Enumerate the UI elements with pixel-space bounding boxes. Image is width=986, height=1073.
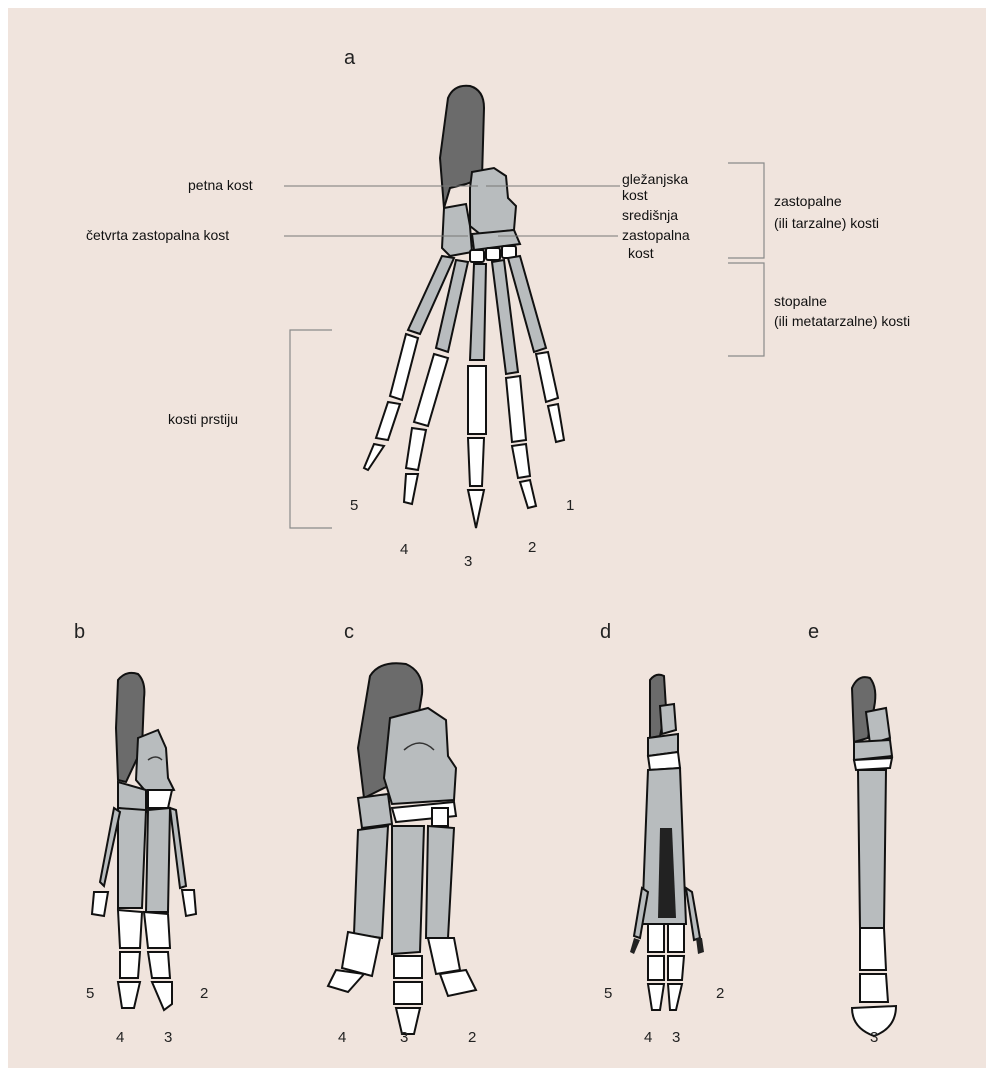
panel-a-label: a	[344, 47, 356, 69]
digit-d-3: 3	[672, 1029, 680, 1046]
label-sredisnja-2: zastopalna	[622, 227, 690, 243]
panel-c-label: c	[344, 621, 354, 643]
panel-e-label: e	[808, 621, 819, 643]
panel-b-label: b	[74, 621, 85, 643]
digit-b-2: 2	[200, 985, 208, 1002]
foot-b	[92, 673, 196, 1010]
metatarsal-c-4	[354, 826, 388, 938]
metatarsal-c-3	[392, 826, 424, 954]
foot-e	[852, 677, 896, 1036]
label-sredisnja-1: središnja	[622, 207, 678, 223]
astragalus-d	[660, 704, 676, 734]
label-kosti-prstiju: kosti prstiju	[168, 411, 238, 427]
astragalus-b	[136, 730, 174, 794]
digit-a-4: 4	[400, 541, 408, 558]
bracket-phalanges	[290, 330, 332, 528]
digit-c-4: 4	[338, 1029, 346, 1046]
bracket-metatarsals	[728, 263, 764, 356]
bone-diagram: a petna kost četvrta zastopalna kost gle…	[8, 8, 986, 1068]
panel-d-label: d	[600, 621, 611, 643]
label-stopalne-2: (ili metatarzalne) kosti	[774, 313, 910, 329]
digit-c-2: 2	[468, 1029, 476, 1046]
digit-a-1: 1	[566, 497, 574, 514]
digit-d-4: 4	[644, 1029, 652, 1046]
metatarsal-c-2	[426, 826, 454, 938]
astragalus-c	[384, 708, 456, 804]
cannon-bone-e	[858, 770, 886, 928]
label-stopalne-1: stopalne	[774, 293, 827, 309]
digit-e-3: 3	[870, 1029, 878, 1046]
label-petna-kost: petna kost	[188, 177, 253, 193]
bracket-tarsals	[728, 163, 764, 258]
digit-c-3: 3	[400, 1029, 408, 1046]
label-glezanjska-1: gležanjska	[622, 171, 688, 187]
digit-a-2: 2	[528, 539, 536, 556]
metatarsal-b-3	[146, 808, 170, 912]
metatarsal-b-4	[118, 808, 146, 908]
digit-b-4: 4	[116, 1029, 124, 1046]
digit-d-5: 5	[604, 985, 612, 1002]
metatarsal-3-a	[470, 264, 486, 360]
digit-b-5: 5	[86, 985, 94, 1002]
astragalus-a	[470, 168, 516, 234]
foot-c	[328, 663, 476, 1034]
astragalus-e	[866, 708, 890, 744]
label-cetvrta-zastopalna-kost: četvrta zastopalna kost	[86, 227, 229, 243]
label-zastopalne-2: (ili tarzalne) kosti	[774, 215, 879, 231]
label-glezanjska-2: kost	[622, 187, 648, 203]
foot-d	[630, 675, 704, 1010]
label-sredisnja-3: kost	[628, 245, 654, 261]
digit-a-3: 3	[464, 553, 472, 570]
figure-canvas: a petna kost četvrta zastopalna kost gle…	[8, 8, 986, 1068]
foot-a	[364, 86, 564, 528]
label-zastopalne-1: zastopalne	[774, 193, 842, 209]
digit-b-3: 3	[164, 1029, 172, 1046]
digit-d-2: 2	[716, 985, 724, 1002]
fourth-tarsal-a	[442, 204, 472, 256]
digit-a-5: 5	[350, 497, 358, 514]
